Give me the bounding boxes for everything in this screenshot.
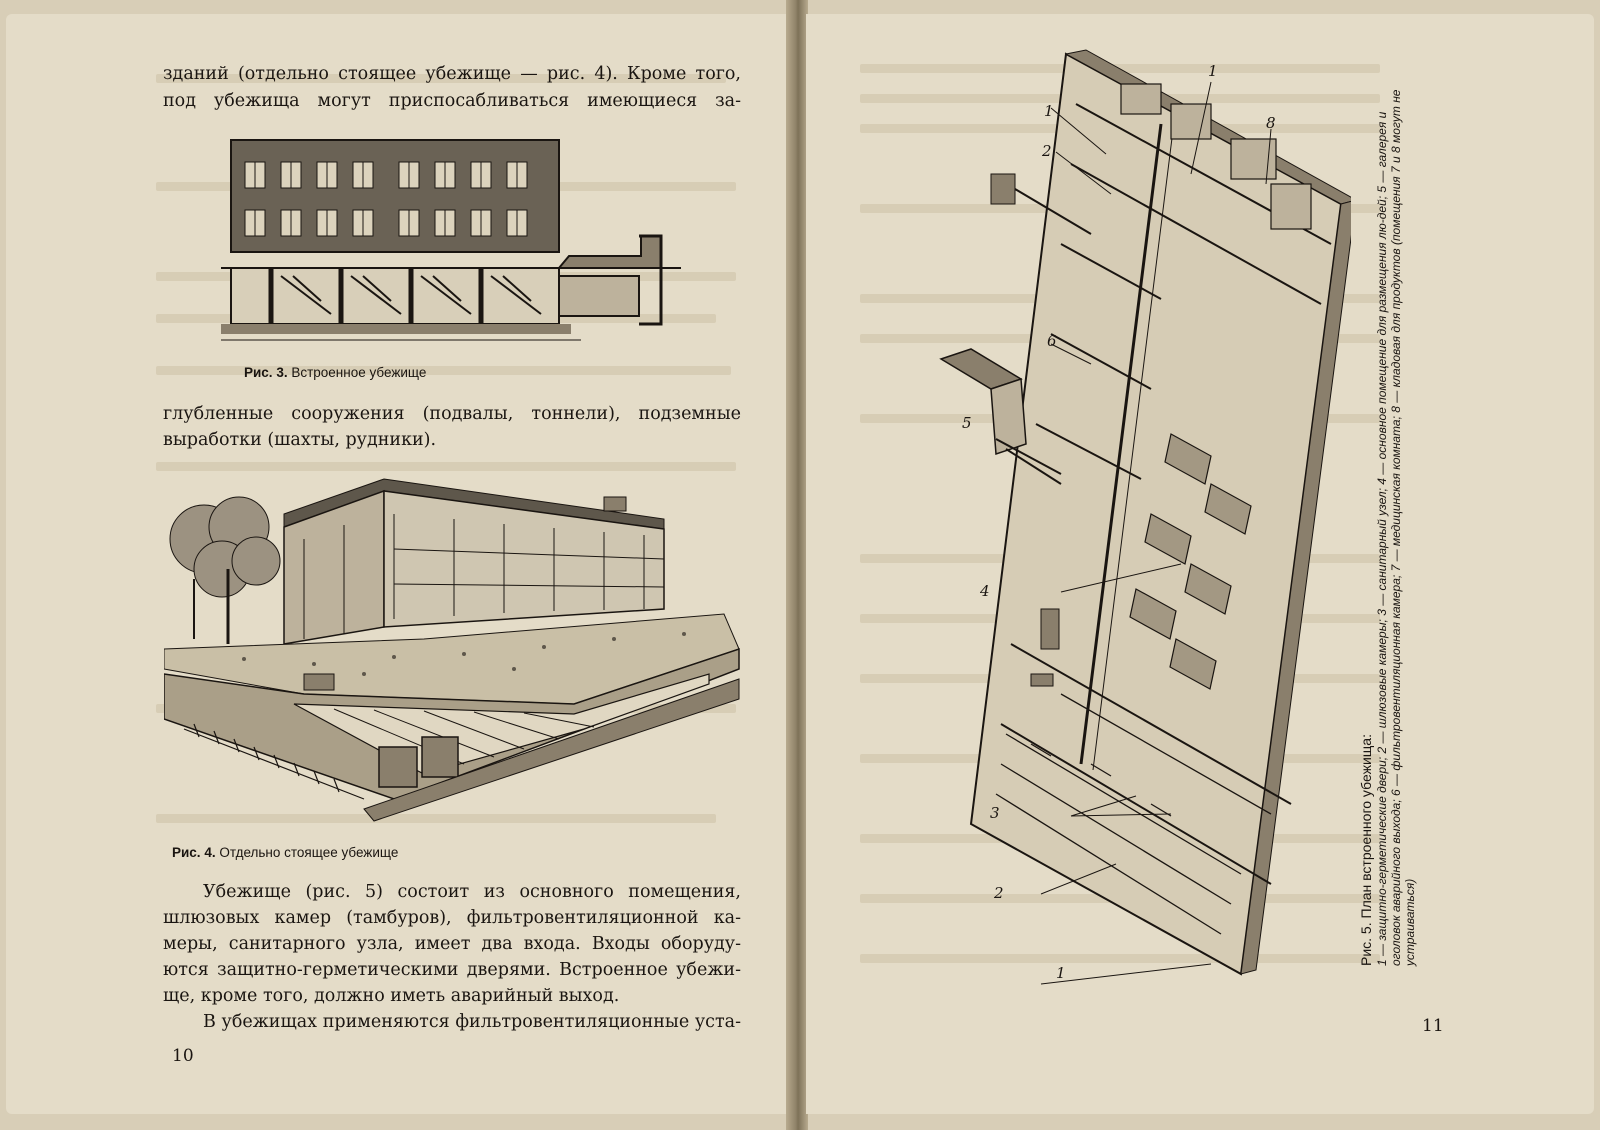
text-line: выработки (шахты, рудники). xyxy=(163,430,437,450)
text-line: шлюзовых камер (тамбуров), фильтровентил… xyxy=(163,908,741,928)
figure-3-built-in-shelter xyxy=(221,136,681,346)
page-number-left: 10 xyxy=(172,1046,194,1066)
figure-4-freestanding-shelter xyxy=(164,469,744,829)
callout-3: 3 xyxy=(990,804,1000,822)
text-line: глубленные сооружения (подвалы, тоннели)… xyxy=(163,404,741,424)
callout-6: 6 xyxy=(1047,332,1057,350)
callout-1-bottom: 1 xyxy=(1056,964,1066,982)
figure-4-caption: Рис. 4. Отдельно стоящее убежище xyxy=(172,845,398,860)
text-line: меры, санитарного узла, имеет два входа.… xyxy=(163,934,741,954)
callout-1-upper: 1 xyxy=(1208,62,1218,80)
figure-5-caption: Рис. 5. План встроенного убежища: 1 — за… xyxy=(1357,66,1419,967)
figure-3-caption: Рис. 3. Встроенное убежище xyxy=(244,365,426,380)
figure-4-label: Рис. 4. xyxy=(172,845,216,860)
callout-5: 5 xyxy=(962,414,972,432)
text-line: ще, кроме того, должно иметь аварийный в… xyxy=(163,986,620,1006)
right-page: 1 2 1 8 6 5 4 3 2 1 11 xyxy=(806,14,1594,1114)
callout-2-top: 2 xyxy=(1042,142,1052,160)
figure-5-shelter-plan xyxy=(911,44,1351,1004)
book-gutter xyxy=(786,0,808,1130)
figure-5-legend: 1 — защитно-герметические двери; 2 — шлю… xyxy=(1375,89,1417,967)
callout-8: 8 xyxy=(1266,114,1276,132)
text-line: ются защитно-герметическими дверями. Вст… xyxy=(163,960,741,980)
text-line: зданий (отдельно стоящее убежище — рис. … xyxy=(163,64,741,84)
figure-3-label: Рис. 3. xyxy=(244,365,288,380)
figure-3-caption-text: Встроенное убежище xyxy=(291,365,427,380)
callout-4: 4 xyxy=(980,582,990,600)
figure-5-title: План встроенного убежища: xyxy=(1358,734,1374,919)
figure-4-caption-text: Отдельно стоящее убежище xyxy=(219,845,399,860)
left-page: зданий (отдельно стоящее убежище — рис. … xyxy=(6,14,792,1114)
callout-2-bottom: 2 xyxy=(994,884,1004,902)
text-line: под убежища могут приспосабливаться имею… xyxy=(163,91,741,111)
page-number-right: 11 xyxy=(1422,1016,1444,1036)
figure-5-label: Рис. 5. xyxy=(1358,922,1374,966)
callout-1-top: 1 xyxy=(1044,102,1054,120)
text-line: Убежище (рис. 5) состоит из основного по… xyxy=(203,882,741,902)
text-line: В убежищах применяются фильтровентиляцио… xyxy=(203,1012,741,1032)
